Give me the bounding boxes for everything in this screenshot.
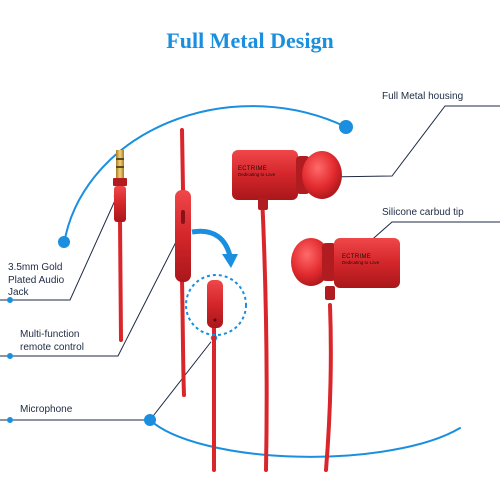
- mic-zoom-circle: [185, 274, 247, 336]
- curved-arrow-head: [222, 254, 238, 268]
- upper-brand-tagline: Dedicating to Love: [238, 172, 276, 177]
- label-remote-dot: [7, 353, 13, 359]
- jack-pointer: [0, 195, 118, 301]
- remote-label: Multi-function remote control: [20, 329, 84, 354]
- jack-label-line2: Plated Audio: [8, 274, 65, 286]
- mic-label: Microphone: [20, 404, 73, 415]
- jack-cable: [118, 218, 123, 342]
- lower-brand-name: ECTRIME: [342, 254, 372, 260]
- right-ear-cable: [324, 303, 333, 472]
- lower-arc-left-dot: [144, 414, 156, 426]
- remote-label-line2: remote control: [20, 341, 84, 353]
- housing-label: Full Metal housing: [382, 91, 464, 102]
- housing-dot: [339, 120, 353, 134]
- audio-jack: [113, 150, 127, 222]
- page-title: Full Metal Design: [166, 28, 334, 53]
- upper-arc: [63, 105, 347, 245]
- remote-label-line1: Multi-function: [20, 329, 80, 340]
- upper-arc-left-dot: [58, 236, 70, 248]
- curved-arrow: [191, 228, 233, 257]
- lower-arc: [149, 419, 461, 458]
- jack-label: 3.5mm Gold Plated Audio Jack: [8, 262, 64, 300]
- label-mic-dot: [7, 417, 13, 423]
- remote-pointer: [0, 233, 181, 357]
- remote-control: [175, 190, 191, 282]
- cables: [118, 128, 333, 472]
- mic-capsule: [207, 280, 223, 328]
- upper-earbud: [232, 150, 342, 210]
- annotation-arcs: [63, 105, 461, 458]
- upper-brand-name: ECTRIME: [238, 166, 268, 172]
- lower-brand-logo: ECTRIME Dedicating to Love: [342, 254, 402, 265]
- tip-label: Silicone carbud tip: [382, 207, 464, 218]
- left-ear-cable: [260, 193, 269, 472]
- jack-label-line3: Jack: [8, 287, 29, 298]
- remote-to-split: [180, 278, 186, 397]
- lower-brand-tagline: Dedicating to Love: [342, 260, 380, 265]
- jack-label-line1: 3.5mm Gold: [8, 262, 63, 273]
- upper-brand-logo: ECTRIME Dedicating to Love: [238, 166, 298, 177]
- lower-earbud: [291, 238, 400, 300]
- main-cable: [180, 128, 185, 192]
- label-jack-dot: [7, 297, 13, 303]
